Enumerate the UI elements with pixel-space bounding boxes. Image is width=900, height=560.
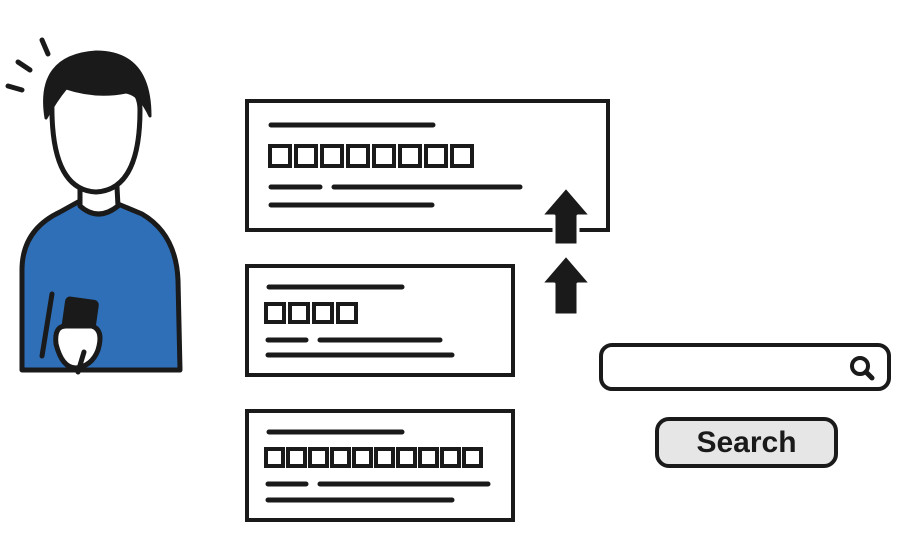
- up-arrow-icon: [539, 185, 593, 247]
- result-card-3[interactable]: [245, 409, 515, 522]
- search-input[interactable]: [613, 353, 837, 383]
- magnifier-icon[interactable]: [849, 355, 875, 381]
- search-button[interactable]: Search: [655, 417, 838, 468]
- attention-icon: [5, 37, 51, 93]
- person-hair: [43, 50, 152, 120]
- result-card-2[interactable]: [245, 264, 515, 377]
- person-face: [49, 77, 143, 195]
- search-field[interactable]: [599, 343, 891, 391]
- up-arrow-icon: [539, 253, 593, 317]
- person-illustration: [5, 37, 183, 375]
- person-hand: [53, 323, 103, 371]
